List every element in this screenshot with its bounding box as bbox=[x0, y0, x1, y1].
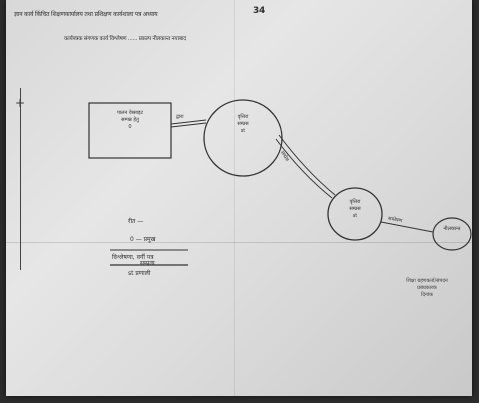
formula-line-4: सम्प्रत्य bbox=[140, 260, 155, 267]
node-3-circle bbox=[432, 217, 472, 251]
formula-line-5: st प्रणाली bbox=[128, 270, 151, 277]
edge-1-double bbox=[170, 122, 207, 128]
score-mark: 34 bbox=[253, 6, 266, 16]
margin-line bbox=[20, 88, 21, 270]
header-line-1: ज्ञान कार्य किंचित शिक्षणकार्यालय तथा प्… bbox=[14, 11, 158, 18]
node-1-line-2: सम्प्रस bbox=[237, 121, 249, 127]
node-2-line-3: st bbox=[352, 213, 358, 219]
paper-fold-vertical bbox=[234, 0, 235, 396]
node-1-circle bbox=[203, 99, 283, 177]
edge-1 bbox=[170, 119, 207, 125]
node-2-line-2: सम्प्रस bbox=[349, 206, 361, 212]
edge-2-double bbox=[275, 138, 333, 199]
formula-line-1: रीत — bbox=[128, 218, 144, 225]
formula-line-2: 0 — प्रमुख bbox=[130, 236, 156, 243]
node-2-line-1: वृत्तिरा bbox=[349, 199, 361, 205]
source-box-line-2: सम्पन्न हेतु bbox=[121, 117, 139, 123]
signature-note: शिक्षा ग्रहणकर्ता/संपदन प्रबंधकारक दिनां… bbox=[392, 278, 462, 299]
formula-line-3: विश्लेषणा, वर्गी पत्र bbox=[112, 254, 154, 261]
paper-fold-horizontal bbox=[6, 242, 472, 243]
node-2-circle bbox=[327, 187, 383, 241]
node-2-text: वृत्तिरा सम्प्रस st bbox=[333, 199, 377, 220]
note-line-3: दिनांक bbox=[421, 292, 433, 298]
node-1-text: वृत्तिरा सम्प्रस st bbox=[215, 114, 271, 135]
paper-sheet bbox=[6, 0, 472, 396]
node-1-line-1: वृत्तिरा bbox=[237, 114, 249, 120]
source-box-text: पालन वेब्साइट सम्पन्न हेतु 0 bbox=[93, 110, 167, 131]
header-line-2: कार्यपत्रक संगणक कार्य विश्लेषण ...... प… bbox=[64, 36, 186, 42]
note-line-2: प्रबंधकारक bbox=[417, 285, 437, 291]
edge-3 bbox=[380, 221, 434, 233]
node-3-line-1: नीलकान्त bbox=[443, 226, 461, 232]
source-box-line-1: पालन वेब्साइट bbox=[116, 110, 144, 116]
edge-2 bbox=[278, 134, 336, 196]
node-1-line-3: st bbox=[240, 128, 246, 134]
note-line-1: शिक्षा ग्रहणकर्ता/संपदन bbox=[406, 278, 448, 284]
edge-1-label: द्वारा bbox=[176, 114, 184, 120]
node-3-text: नीलकान्त bbox=[436, 226, 468, 233]
source-box-line-3: 0 bbox=[128, 124, 132, 130]
source-box bbox=[88, 102, 172, 159]
